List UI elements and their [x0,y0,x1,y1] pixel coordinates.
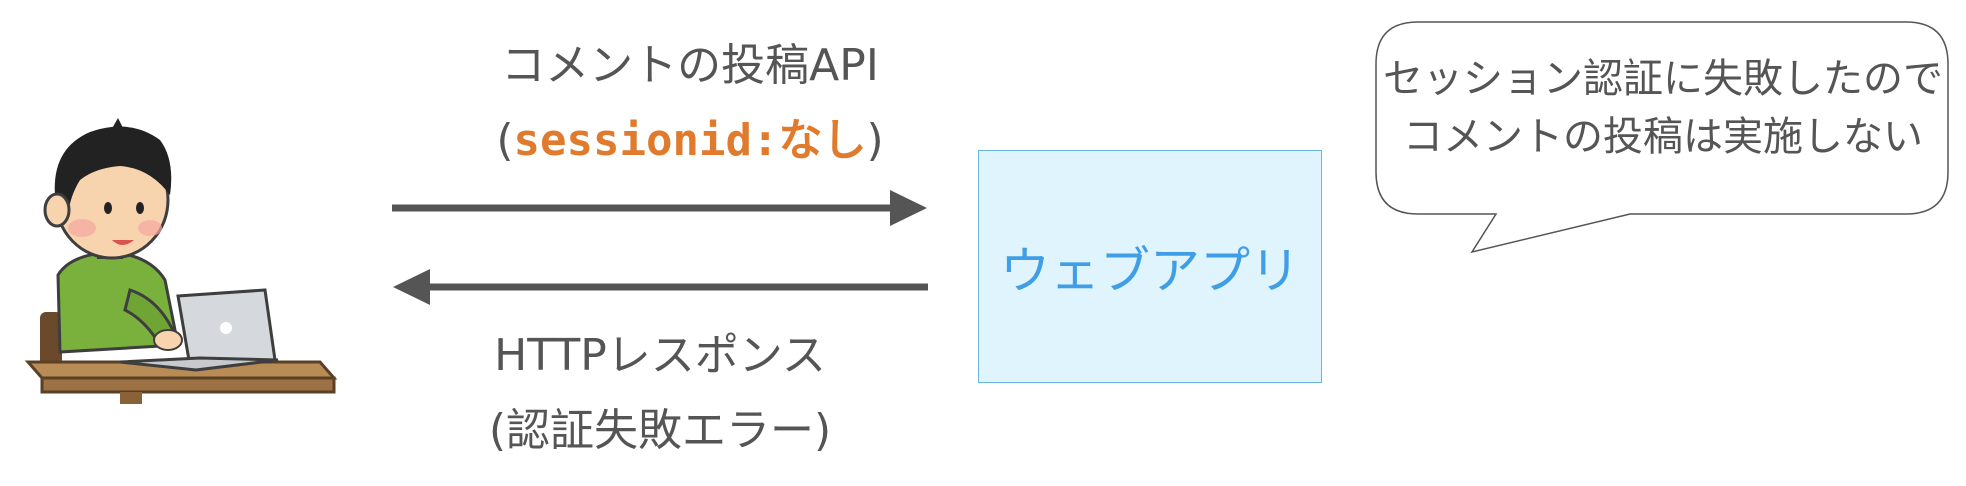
sessionid-value: sessionid:なし [513,115,867,166]
speech-bubble-text: セッション認証に失敗したので コメントの投稿は実施しない [1378,50,1948,166]
person-at-laptop-icon [24,118,338,404]
speech-bubble-line: コメントの投稿は実施しない [1403,114,1923,160]
request-parameter: (sessionid:なし) [390,113,990,169]
request-arrow [392,190,927,226]
response-detail: (認証失敗エラー) [488,405,832,456]
speech-bubble-line: セッション認証に失敗したので [1383,56,1943,102]
paren-open: ( [496,115,514,166]
webapp-box: ウェブアプリ [978,150,1322,383]
speech-bubble [1375,21,1949,254]
paren-close: ) [866,115,884,166]
webapp-label: ウェブアプリ [1000,241,1300,300]
response-arrow [393,269,928,305]
request-title: コメントの投稿API [501,40,879,91]
response-title: HTTPレスポンス [494,330,826,381]
